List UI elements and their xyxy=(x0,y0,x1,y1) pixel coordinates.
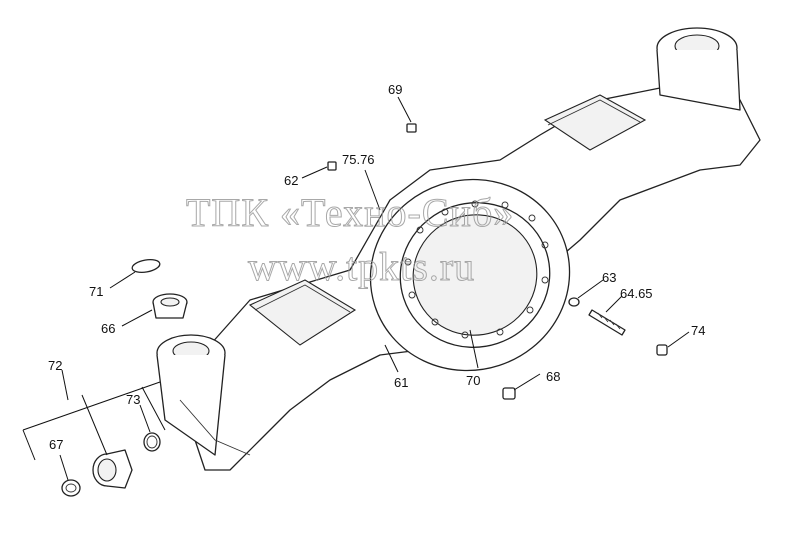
callout-75-76: 75.76 xyxy=(342,152,375,167)
callout-67: 67 xyxy=(49,437,63,452)
part-73-ring xyxy=(143,432,161,452)
callout-74: 74 xyxy=(691,323,705,338)
callout-72: 72 xyxy=(48,358,62,373)
callout-70: 70 xyxy=(466,373,480,388)
callout-63: 63 xyxy=(602,270,616,285)
part-66-bushing xyxy=(152,293,188,319)
part-71-cap xyxy=(131,258,161,274)
part-74-nut xyxy=(656,344,668,356)
part-68-nut xyxy=(502,387,516,400)
flange-bolt-holes xyxy=(404,200,549,339)
callout-62: 62 xyxy=(284,173,298,188)
callout-68: 68 xyxy=(546,369,560,384)
callout-71: 71 xyxy=(89,284,103,299)
differential-housing-ring xyxy=(369,178,571,372)
leader-lines xyxy=(22,96,690,481)
part-63-washer xyxy=(568,297,580,307)
watermark: ТПК «Техно-Сиб» www.tpkts.ru xyxy=(186,190,514,290)
part-67-seal xyxy=(61,479,81,497)
callout-64-65: 64.65 xyxy=(620,286,653,301)
part-72-bearing-sleeve xyxy=(92,449,133,489)
part-62-plug xyxy=(327,161,337,171)
watermark-company: ТПК «Техно-Сиб» xyxy=(186,190,514,235)
callout-61: 61 xyxy=(394,375,408,390)
callouts: 69 62 75.76 71 66 63 64.65 74 61 70 68 7… xyxy=(48,82,705,452)
callout-73: 73 xyxy=(126,392,140,407)
part-64-65-stud xyxy=(588,309,626,336)
part-69-nut xyxy=(406,123,417,133)
callout-66: 66 xyxy=(101,321,115,336)
callout-69: 69 xyxy=(388,82,402,97)
watermark-url: www.tpkts.ru xyxy=(248,244,475,289)
